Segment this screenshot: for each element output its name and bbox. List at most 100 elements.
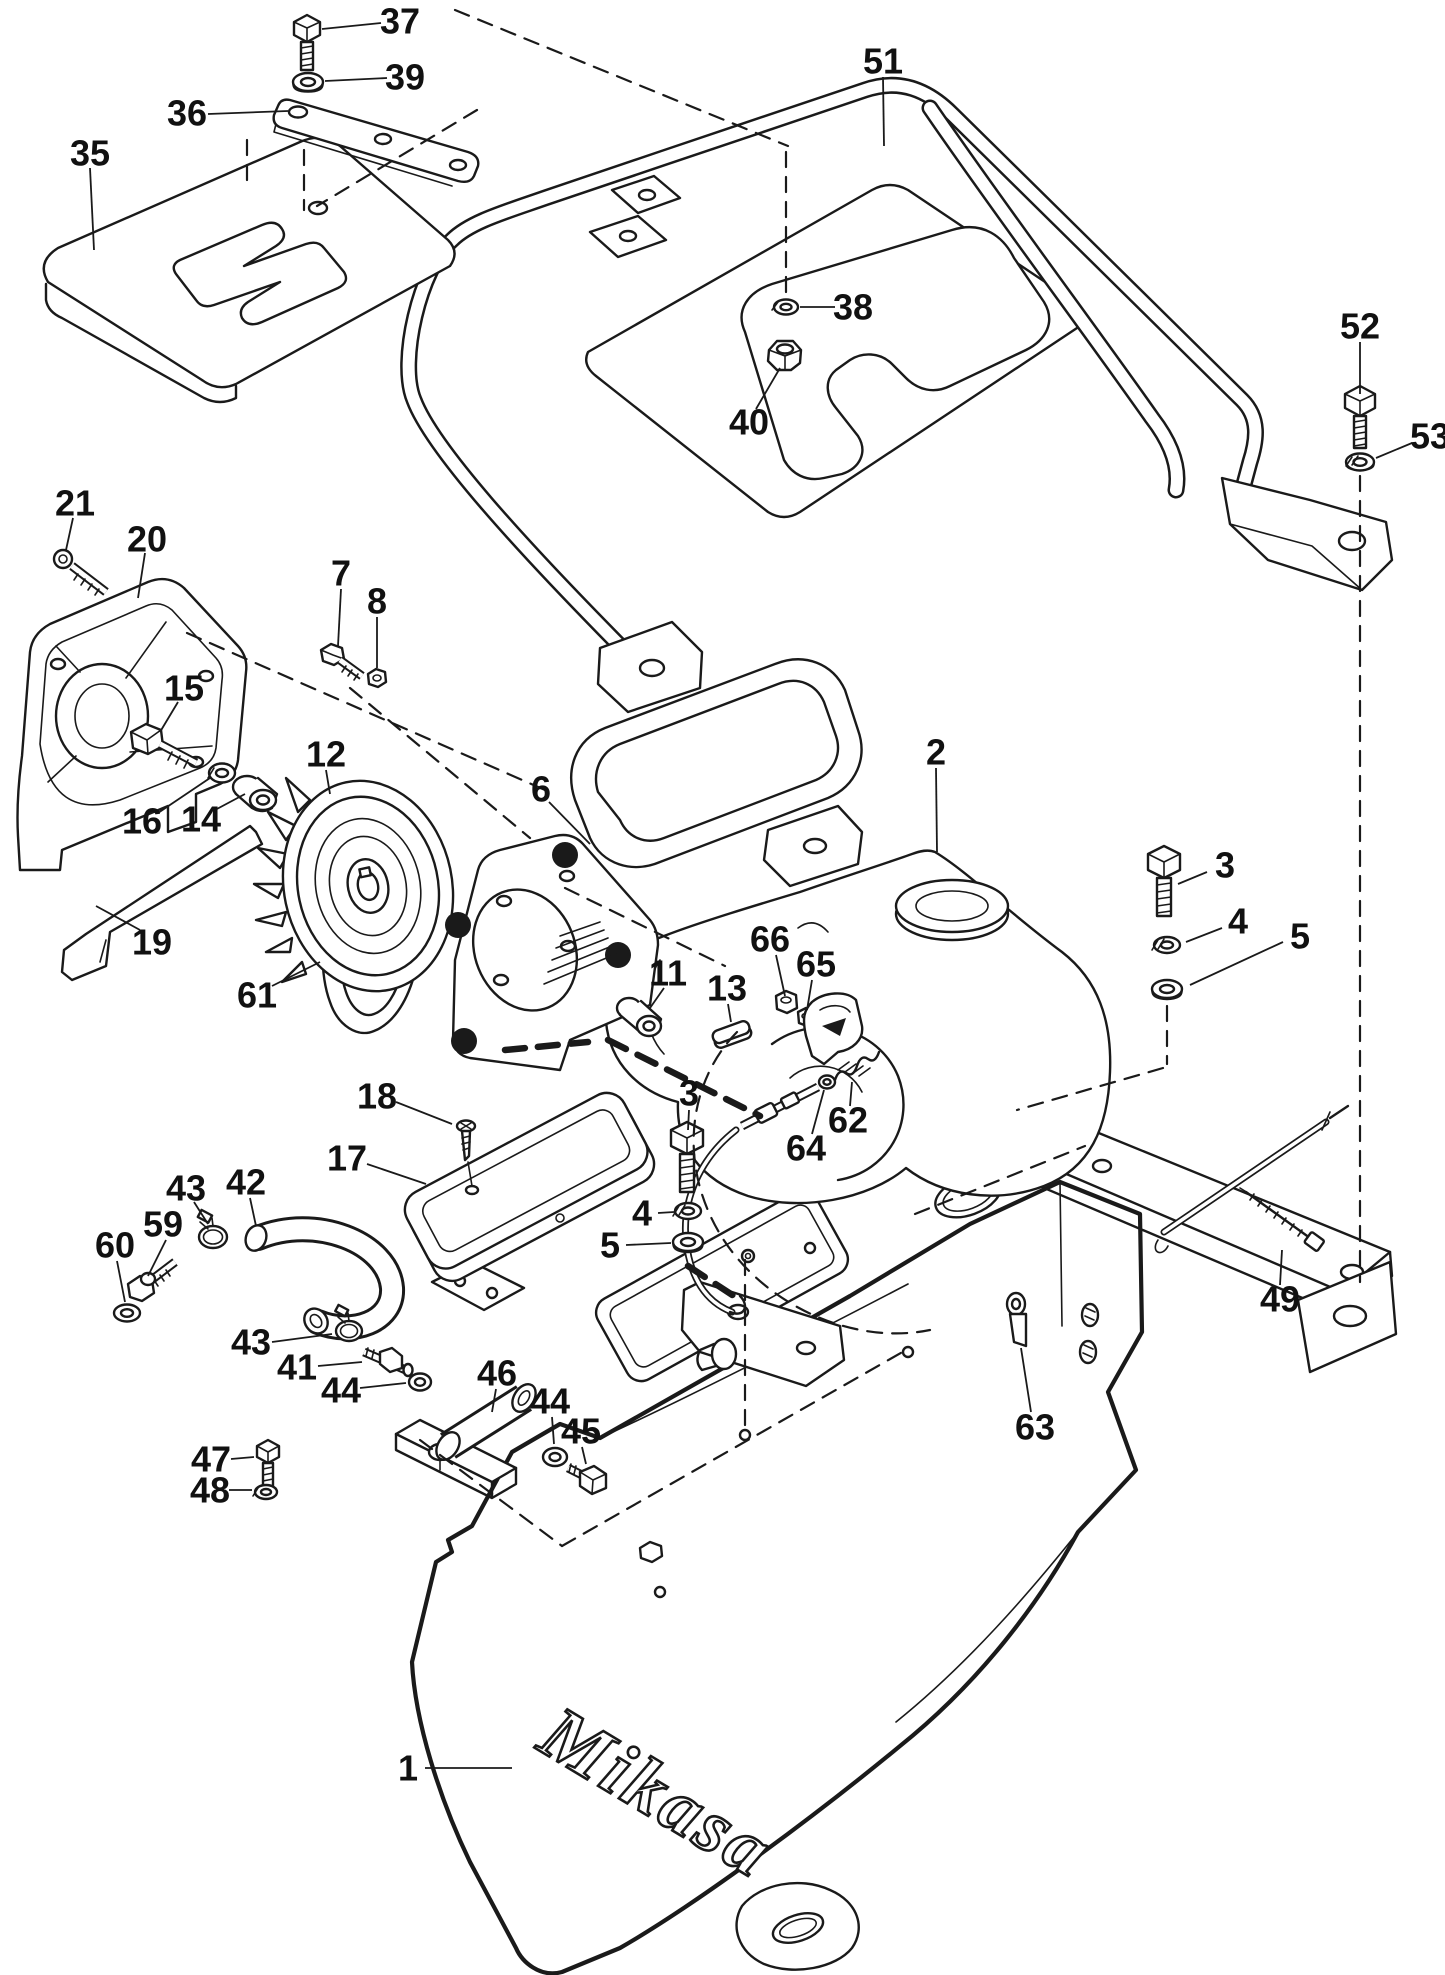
callout-leader-42 bbox=[249, 1197, 257, 1227]
part-throttle-lever bbox=[802, 992, 864, 1066]
callout-number-60: 60 bbox=[95, 1225, 135, 1266]
part-bolt-15 bbox=[129, 722, 199, 769]
callout-number-21: 21 bbox=[55, 483, 95, 524]
callout-62: 62 bbox=[828, 1081, 868, 1141]
callout-leader-44-left bbox=[359, 1382, 407, 1389]
part-plug-59 bbox=[126, 1258, 178, 1303]
part-tube-46 bbox=[435, 1383, 537, 1461]
callout-leader-5-center bbox=[625, 1242, 672, 1246]
part-bushing-14 bbox=[231, 774, 279, 813]
callout-leader-12 bbox=[325, 769, 331, 795]
callout-12: 12 bbox=[306, 734, 346, 795]
part-hose-clamp-upper-43 bbox=[196, 1208, 229, 1250]
callout-number-3-center: 3 bbox=[679, 1073, 699, 1114]
callout-leader-61 bbox=[271, 961, 321, 987]
callout-number-16: 16 bbox=[122, 801, 162, 842]
part-bolt-47 bbox=[255, 1438, 281, 1488]
callout-leader-3-right bbox=[1177, 871, 1208, 885]
part-screw-21 bbox=[52, 548, 109, 596]
callout-number-48: 48 bbox=[190, 1470, 230, 1511]
part-washer-39 bbox=[291, 71, 325, 93]
callout-number-53: 53 bbox=[1410, 416, 1445, 457]
callout-36: 36 bbox=[167, 93, 289, 134]
callout-number-66: 66 bbox=[750, 919, 790, 960]
callout-number-4-right: 4 bbox=[1228, 901, 1248, 942]
callout-number-18: 18 bbox=[357, 1076, 397, 1117]
part-nut-66 bbox=[774, 922, 829, 1015]
callout-63: 63 bbox=[1015, 1347, 1055, 1448]
part-spring-62 bbox=[833, 1050, 881, 1082]
callout-leader-53 bbox=[1375, 442, 1413, 459]
callout-leader-3-center bbox=[687, 1109, 690, 1131]
callout-38: 38 bbox=[800, 287, 873, 328]
callout-leader-4-right bbox=[1185, 927, 1223, 943]
part-washer-64 bbox=[817, 1074, 837, 1090]
callout-leader-36 bbox=[207, 110, 289, 115]
part-pin-63 bbox=[1005, 1291, 1028, 1348]
callout-leader-46 bbox=[491, 1388, 497, 1413]
callout-leader-63 bbox=[1020, 1347, 1032, 1413]
callout-leader-51 bbox=[882, 76, 885, 147]
part-nipple-41 bbox=[362, 1346, 414, 1378]
callout-7: 7 bbox=[331, 553, 351, 647]
callout-leader-16 bbox=[157, 777, 211, 814]
callout-53: 53 bbox=[1375, 416, 1445, 459]
callout-number-38: 38 bbox=[833, 287, 873, 328]
part-hose-clamp-lower-43 bbox=[334, 1303, 364, 1343]
callout-number-59: 59 bbox=[143, 1204, 183, 1245]
callout-leader-17 bbox=[366, 1163, 427, 1185]
callout-number-5-center: 5 bbox=[600, 1225, 620, 1266]
callout-number-61: 61 bbox=[237, 975, 277, 1016]
callout-number-44-right: 44 bbox=[530, 1381, 570, 1422]
callout-leader-4-center bbox=[657, 1211, 675, 1214]
part-spring-washer-16 bbox=[207, 762, 237, 784]
callout-leader-49 bbox=[1279, 1249, 1283, 1286]
callout-leader-60 bbox=[116, 1260, 126, 1303]
callout-leader-21 bbox=[65, 517, 74, 551]
callout-17: 17 bbox=[327, 1138, 427, 1185]
callout-number-7: 7 bbox=[331, 553, 351, 594]
callout-4-right: 4 bbox=[1185, 901, 1248, 943]
callout-leader-20 bbox=[137, 552, 146, 599]
callout-21: 21 bbox=[55, 483, 95, 551]
part-strip-plate-36 bbox=[272, 98, 480, 187]
callout-leader-37 bbox=[321, 22, 382, 30]
part-handle-frame bbox=[400, 76, 1394, 888]
part-bolt-3-center bbox=[669, 1120, 705, 1194]
callout-3-right: 3 bbox=[1177, 845, 1235, 886]
callout-number-17: 17 bbox=[327, 1138, 367, 1179]
part-washer-5-center bbox=[671, 1231, 705, 1254]
callout-leader-14 bbox=[214, 793, 246, 811]
callout-number-46: 46 bbox=[477, 1353, 517, 1394]
callout-3-center: 3 bbox=[679, 1073, 699, 1131]
callout-number-65: 65 bbox=[796, 944, 836, 985]
callout-6: 6 bbox=[531, 769, 591, 845]
part-lock-washer-4-center bbox=[672, 1201, 703, 1221]
callout-leader-47 bbox=[230, 1456, 255, 1460]
callout-leader-35 bbox=[89, 167, 95, 251]
callout-number-6: 6 bbox=[531, 769, 551, 810]
part-pulley-12 bbox=[252, 776, 455, 993]
callout-66: 66 bbox=[750, 919, 790, 997]
callout-number-37: 37 bbox=[380, 1, 420, 42]
callout-leader-2 bbox=[935, 767, 938, 853]
callout-leader-19 bbox=[95, 905, 141, 931]
part-bent-bar-19 bbox=[60, 824, 264, 982]
part-lock-washer-4-right bbox=[1151, 935, 1182, 955]
callout-number-63: 63 bbox=[1015, 1407, 1055, 1448]
callout-number-2: 2 bbox=[926, 732, 946, 773]
callout-number-4-center: 4 bbox=[632, 1193, 652, 1234]
callout-61: 61 bbox=[237, 961, 321, 1016]
callout-43-lower: 43 bbox=[231, 1322, 333, 1363]
callout-leader-59 bbox=[147, 1239, 167, 1277]
callout-number-45: 45 bbox=[561, 1411, 601, 1452]
callout-leader-11 bbox=[649, 987, 665, 1009]
callout-20: 20 bbox=[127, 519, 167, 599]
callout-number-43-lower: 43 bbox=[231, 1322, 271, 1363]
callout-number-49: 49 bbox=[1260, 1279, 1300, 1320]
part-bolt-37 bbox=[292, 13, 322, 72]
callout-leader-65 bbox=[806, 979, 813, 1011]
callout-15: 15 bbox=[159, 668, 204, 733]
